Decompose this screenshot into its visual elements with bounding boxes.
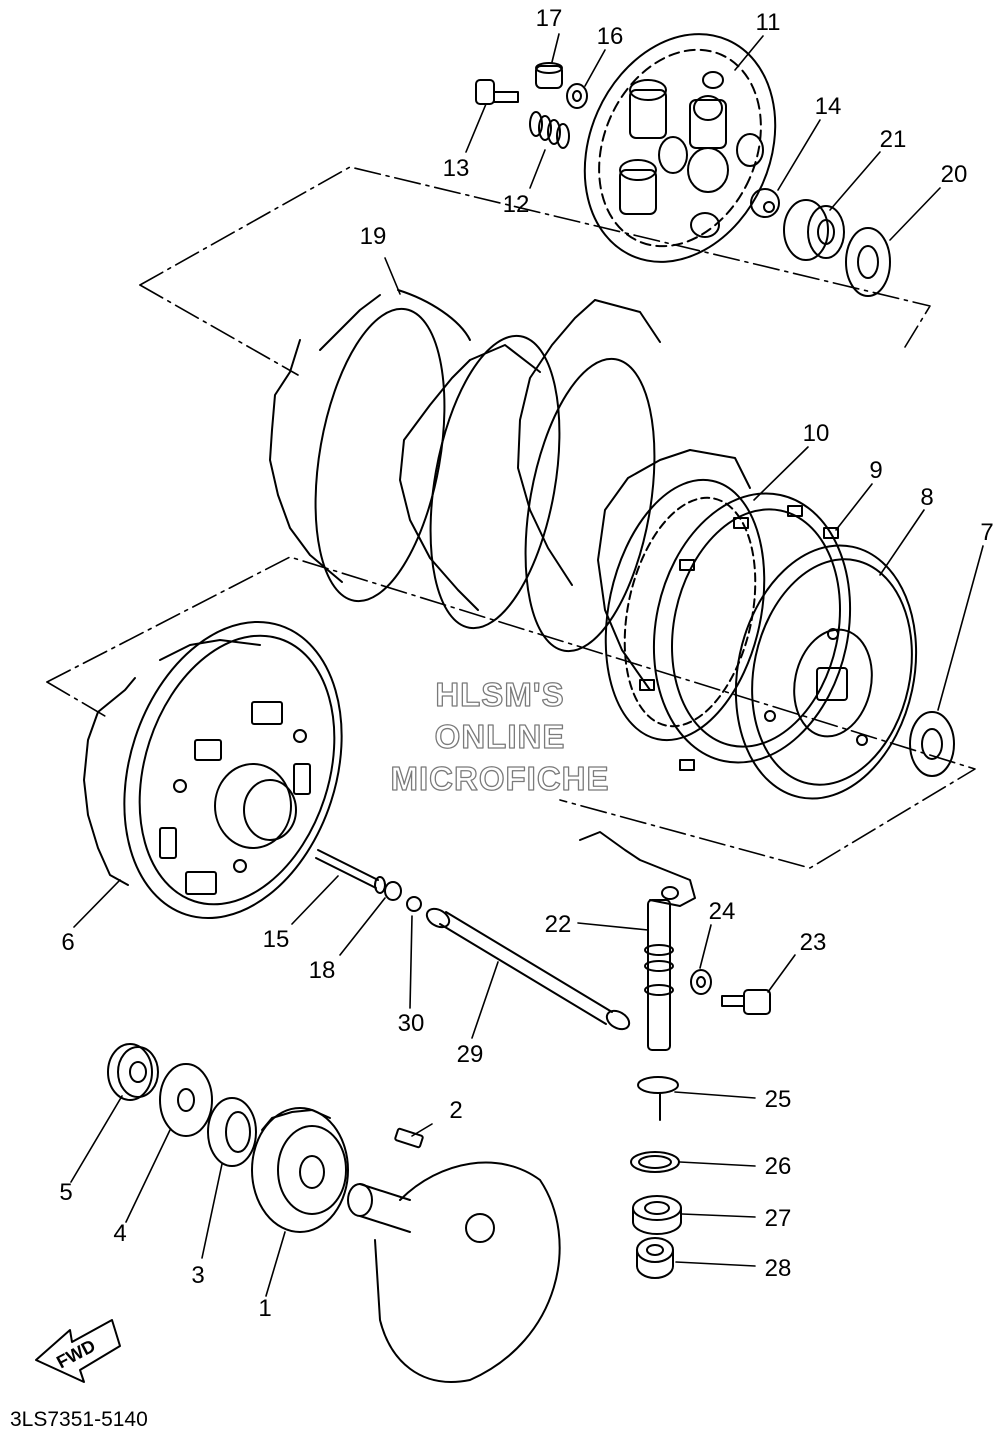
callout-11: 11	[756, 9, 781, 36]
callout-23: 23	[800, 929, 827, 956]
primary-drive-gear	[251, 1107, 349, 1233]
nut-5	[107, 1043, 159, 1101]
lock-washer-7	[909, 711, 955, 777]
watermark: HLSM'S ONLINE MICROFICHE	[390, 675, 610, 797]
watermark-line-3: MICROFICHE	[391, 760, 610, 797]
callout-14: 14	[815, 93, 842, 120]
callout-13: 13	[443, 155, 470, 182]
circlip-3	[207, 1097, 257, 1167]
callout-24: 24	[709, 898, 736, 925]
callout-5: 5	[59, 1179, 72, 1206]
primary-driven-gear	[83, 620, 343, 920]
washer-24	[690, 969, 712, 995]
callout-28: 28	[765, 1255, 792, 1282]
push-lever-shaft	[579, 831, 696, 1051]
push-rod-29	[425, 907, 631, 1031]
bearing-28	[636, 1237, 674, 1279]
bearing-21	[783, 199, 845, 261]
callout-10: 10	[803, 420, 830, 447]
forward-arrow-icon	[35, 1319, 121, 1383]
friction-plate-set	[269, 289, 751, 691]
callout-2: 2	[449, 1097, 462, 1124]
callout-17: 17	[536, 5, 563, 32]
clutch-spring	[529, 111, 570, 149]
callout-16: 16	[597, 23, 624, 50]
callout-labels: 17 16 11 13 12 14 21 20 19 10 9 8 7 6 15…	[59, 5, 993, 1322]
assembly-frame-lower	[46, 556, 976, 869]
callout-4: 4	[113, 1220, 126, 1247]
pressure-plate	[583, 33, 777, 263]
push-rod-15	[315, 849, 386, 894]
washer-16	[566, 83, 588, 109]
callout-9: 9	[869, 457, 882, 484]
clutch-boss	[734, 544, 918, 800]
oil-seal-27	[632, 1195, 682, 1235]
callout-21: 21	[880, 126, 907, 153]
callout-27: 27	[765, 1205, 792, 1232]
callout-8: 8	[920, 484, 933, 511]
callout-29: 29	[457, 1041, 484, 1068]
circlip-20	[845, 227, 891, 297]
callout-15: 15	[263, 926, 290, 953]
clutch-spring-nut	[535, 62, 563, 89]
callout-18: 18	[309, 957, 336, 984]
ball-30	[406, 896, 422, 912]
callout-20: 20	[941, 161, 968, 188]
forward-label: FWD	[53, 1336, 99, 1373]
callout-26: 26	[765, 1153, 792, 1180]
callout-22: 22	[545, 911, 572, 938]
bolt-13	[475, 79, 519, 105]
catalog-code: 3LS7351-5140	[10, 1408, 148, 1431]
callout-19: 19	[360, 223, 387, 250]
spring-25	[637, 1076, 679, 1121]
callout-1: 1	[258, 1295, 271, 1322]
callout-3: 3	[191, 1262, 204, 1289]
callout-6: 6	[61, 929, 74, 956]
clutch-plate-9	[639, 492, 852, 771]
crankshaft	[347, 1161, 561, 1383]
lock-washer-4	[159, 1063, 213, 1137]
assembly-frame-upper	[139, 166, 931, 376]
key-2	[394, 1127, 424, 1149]
friction-plate-10	[604, 478, 766, 742]
leader-lines	[70, 33, 984, 1297]
push-rod-nut	[750, 188, 780, 218]
push-rod-end-18	[384, 881, 402, 901]
callout-25: 25	[765, 1086, 792, 1113]
watermark-line-1: HLSM'S	[435, 676, 564, 713]
callout-30: 30	[398, 1010, 425, 1037]
callout-12: 12	[503, 191, 530, 218]
bolt-23	[721, 989, 771, 1015]
callout-7: 7	[980, 519, 993, 546]
watermark-line-2: ONLINE	[435, 718, 566, 755]
circlip-26	[630, 1151, 680, 1173]
